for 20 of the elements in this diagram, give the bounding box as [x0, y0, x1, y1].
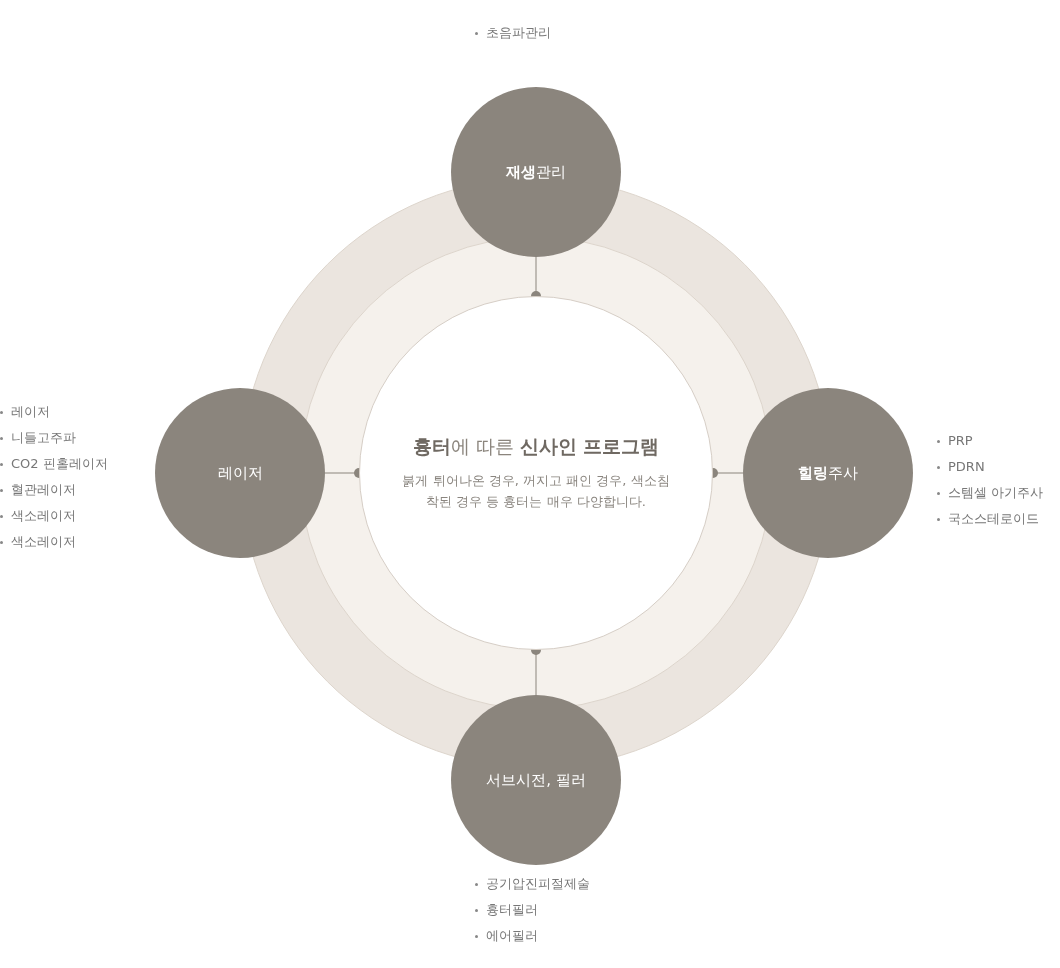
- category-label: 서브시전, 필러: [486, 770, 586, 791]
- list-item: PRP: [948, 432, 973, 450]
- list-item: 흉터필러: [486, 901, 538, 919]
- list-item: 레이저: [11, 403, 50, 421]
- category-label: 레이저: [217, 463, 263, 484]
- title-text: 흉터에 따른 신사인 프로그램: [412, 434, 660, 459]
- list-item: 혈관레이저: [11, 481, 76, 499]
- list-item: 공기압진피절제술: [486, 875, 590, 893]
- list-item: CO2 핀홀레이저: [11, 455, 108, 473]
- list-item: 에어필러: [486, 927, 538, 945]
- category-label: 힐링주사: [798, 463, 858, 484]
- list-item: 니들고주파: [11, 429, 76, 447]
- list-item: 국소스테로이드: [948, 510, 1039, 528]
- category-label: 재생관리: [506, 162, 566, 183]
- list-item: 색소레이저: [11, 507, 76, 525]
- list-item: PDRN: [948, 458, 985, 476]
- list-item: 색소레이저: [11, 533, 76, 551]
- list-item: 초음파관리: [486, 24, 551, 42]
- list-item: 스템셀 아기주사: [948, 484, 1044, 502]
- description-text: 붉게 튀어나온 경우, 꺼지고 패인 경우, 색소침착된 경우 등 흉터는 매우 다양합니다.: [401, 472, 671, 511]
